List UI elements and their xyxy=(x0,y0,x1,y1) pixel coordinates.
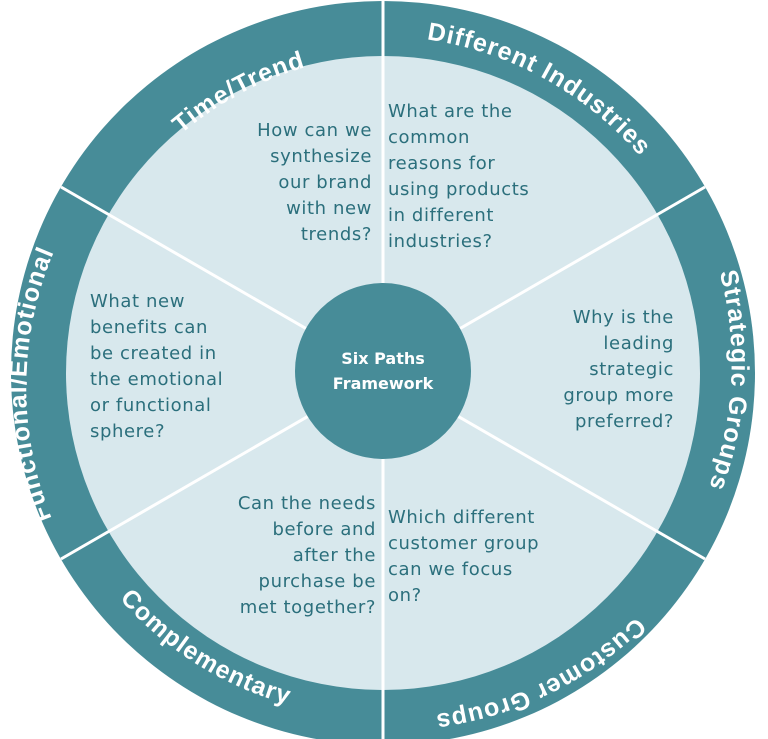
question-different-industries: What are the common reasons for using pr… xyxy=(388,101,530,252)
question-time-trend: How can we synthesize our brand with new… xyxy=(257,120,372,245)
center-hub xyxy=(295,283,471,459)
question-functional-emotional: What new benefits can be created in the … xyxy=(90,291,224,442)
question-customer-groups: Which different customer group can we fo… xyxy=(388,507,540,606)
center-title-line1: Six Paths xyxy=(341,349,425,368)
question-strategic-groups: Why is the leading strategic group more … xyxy=(563,307,674,432)
question-complementary: Can the needs before and after the purch… xyxy=(237,493,376,618)
center-title-line2: Framework xyxy=(333,374,434,393)
